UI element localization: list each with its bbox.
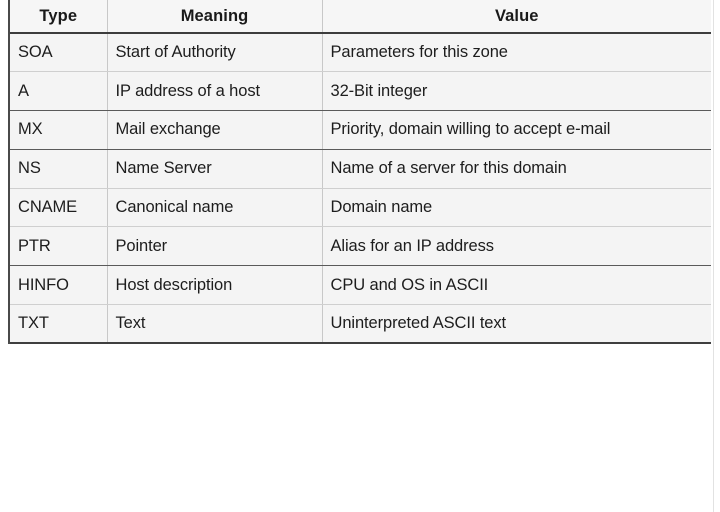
cell-type: NS — [10, 149, 108, 189]
table-row: NS Name Server Name of a server for this… — [10, 149, 711, 189]
cell-type: SOA — [10, 33, 108, 73]
cell-meaning: Name Server — [107, 149, 323, 189]
cell-value: Name of a server for this domain — [322, 149, 711, 189]
cell-type: PTR — [10, 226, 108, 267]
cell-meaning: Mail exchange — [107, 110, 323, 150]
table-row: PTR Pointer Alias for an IP address — [10, 226, 711, 267]
table-body: SOA Start of Authority Parameters for th… — [10, 33, 711, 345]
cell-type: HINFO — [10, 265, 108, 306]
cell-value: Parameters for this zone — [322, 33, 711, 73]
cell-value: 32-Bit integer — [322, 71, 711, 112]
column-header-meaning: Meaning — [107, 0, 323, 34]
cell-meaning: Start of Authority — [107, 33, 323, 73]
cell-value: CPU and OS in ASCII — [322, 265, 711, 306]
cell-type: A — [10, 71, 108, 112]
cell-value: Priority, domain willing to accept e-mai… — [322, 110, 711, 150]
cell-meaning: Host description — [107, 265, 323, 306]
cell-meaning: Pointer — [107, 226, 323, 267]
cell-value: Uninterpreted ASCII text — [322, 304, 711, 345]
table-row: TXT Text Uninterpreted ASCII text — [10, 304, 711, 345]
cell-meaning: IP address of a host — [107, 71, 323, 112]
column-header-type: Type — [10, 0, 108, 34]
dns-record-types-table: Type Meaning Value SOA Start of Authorit… — [10, 0, 711, 345]
table-row: HINFO Host description CPU and OS in ASC… — [10, 265, 711, 306]
cell-type: MX — [10, 110, 108, 150]
table-row: CNAME Canonical name Domain name — [10, 188, 711, 228]
cell-type: TXT — [10, 304, 108, 345]
table-row: SOA Start of Authority Parameters for th… — [10, 33, 711, 73]
column-header-value: Value — [322, 0, 711, 34]
table-header-row: Type Meaning Value — [10, 0, 711, 34]
cell-type: CNAME — [10, 188, 108, 228]
table-row: A IP address of a host 32-Bit integer — [10, 71, 711, 112]
page-edge-rule — [713, 0, 714, 512]
table-row: MX Mail exchange Priority, domain willin… — [10, 110, 711, 150]
dns-record-types-table-container: Type Meaning Value SOA Start of Authorit… — [8, 0, 711, 345]
cell-value: Alias for an IP address — [322, 226, 711, 267]
cell-value: Domain name — [322, 188, 711, 228]
cell-meaning: Text — [107, 304, 323, 345]
cell-meaning: Canonical name — [107, 188, 323, 228]
table-header: Type Meaning Value — [10, 0, 711, 34]
